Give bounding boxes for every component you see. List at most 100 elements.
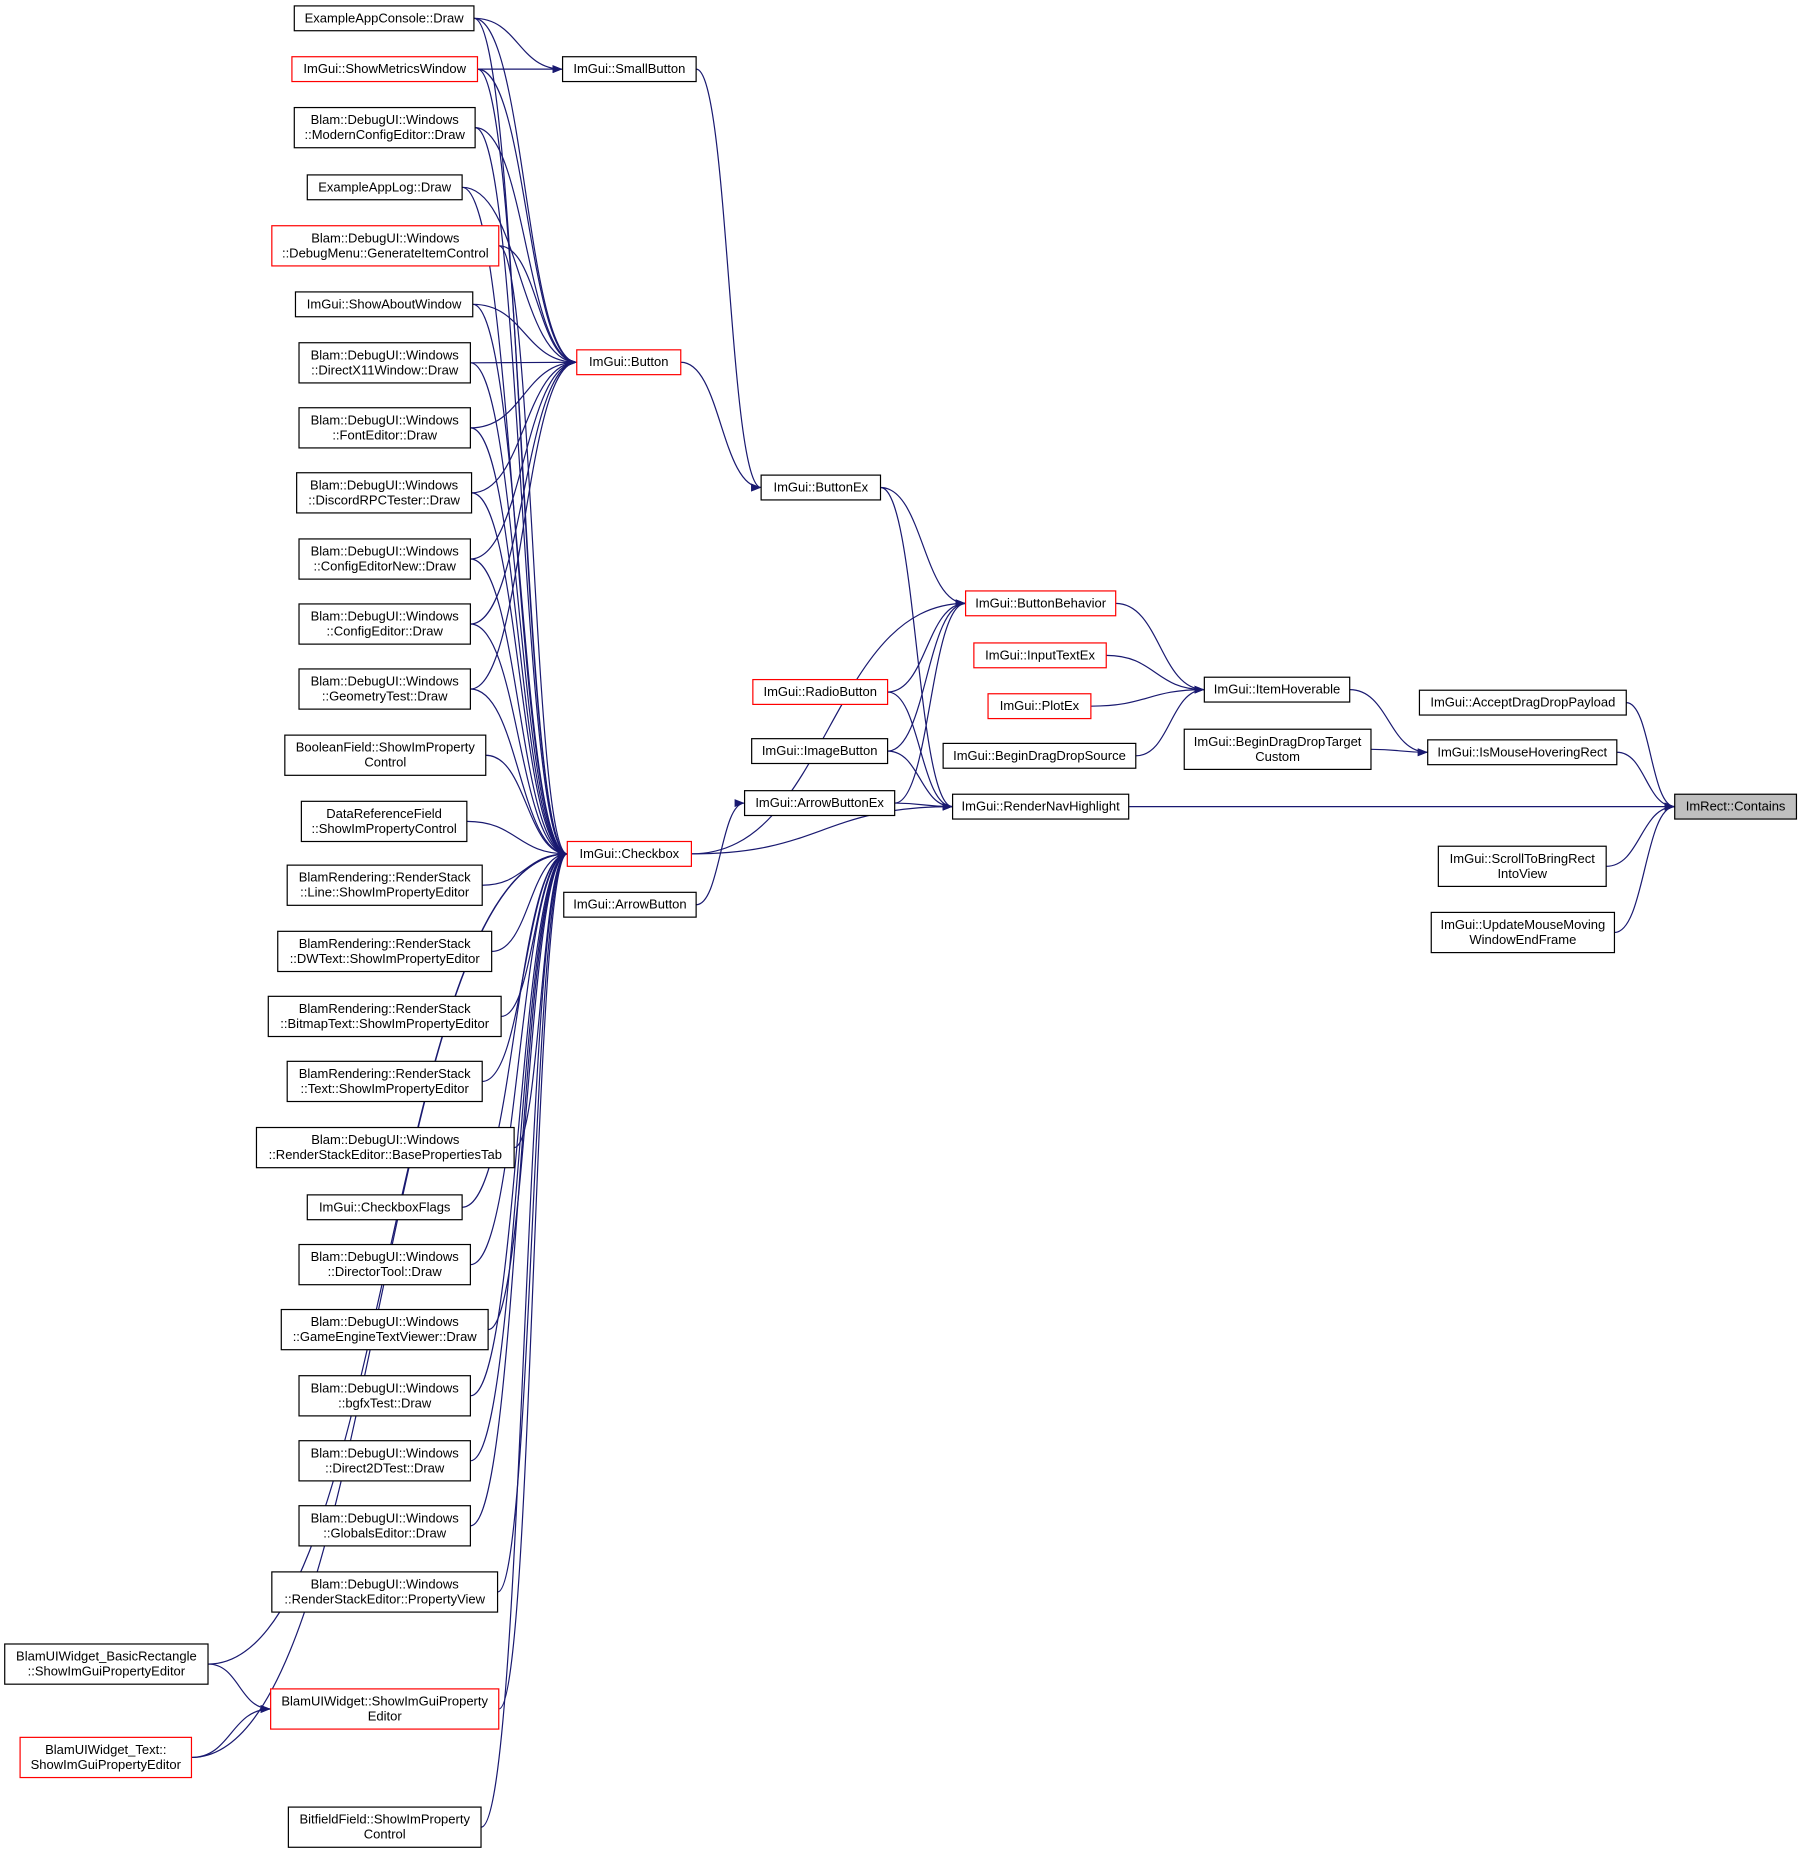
call-edge-n6-to-n32 xyxy=(470,362,568,858)
node-blam-debugui-windows-bgfxtest-draw[interactable]: Blam::DebugUI::Windows::bgfxTest::Draw xyxy=(298,1375,471,1417)
node-box xyxy=(298,1243,471,1286)
node-label: ::DebugMenu::GenerateItemControl xyxy=(282,245,489,260)
node-imgui-buttonbehavior[interactable]: ImGui::ButtonBehavior xyxy=(964,590,1117,617)
call-edge-n34-to-n38 xyxy=(880,486,966,608)
node-box xyxy=(1437,845,1607,888)
node-imgui-begindragdropsource[interactable]: ImGui::BeginDragDropSource xyxy=(942,742,1137,769)
node-label: ::ConfigEditor::Draw xyxy=(327,624,444,639)
node-blam-debugui-windows-discordrpctester-draw[interactable]: Blam::DebugUI::Windows::DiscordRPCTester… xyxy=(296,472,473,514)
node-imgui-button[interactable]: ImGui::Button xyxy=(576,349,682,376)
node-imgui-showmetricswindow[interactable]: ImGui::ShowMetricsWindow xyxy=(291,56,479,83)
call-edge-n27-to-n32 xyxy=(498,850,568,1710)
node-imgui-itemhoverable[interactable]: ImGui::ItemHoverable xyxy=(1203,676,1351,703)
node-box xyxy=(284,734,487,776)
node-blam-debugui-windows-fonteditor-draw[interactable]: Blam::DebugUI::Windows::FontEditor::Draw xyxy=(298,407,471,449)
call-edge-n40-to-n43 xyxy=(1090,685,1205,707)
node-imgui-checkbox[interactable]: ImGui::Checkbox xyxy=(566,840,692,867)
node-label: ImGui::BeginDragDropTarget xyxy=(1194,734,1362,749)
node-imgui-arrowbutton[interactable]: ImGui::ArrowButton xyxy=(563,891,697,918)
node-blamuiwidget-basicrectangle-showimguipropertyeditor[interactable]: BlamUIWidget_BasicRectangle::ShowImGuiPr… xyxy=(4,1643,209,1685)
node-label: ::Direct2DTest::Draw xyxy=(325,1460,445,1475)
node-blam-debugui-windows-configeditornew-draw[interactable]: Blam::DebugUI::Windows::ConfigEditorNew:… xyxy=(298,538,471,580)
node-blamrendering-renderstack-bitmaptext-showimpropertyeditor[interactable]: BlamRendering::RenderStack::BitmapText::… xyxy=(267,995,502,1038)
node-label: ExampleAppLog::Draw xyxy=(318,179,452,194)
node-blam-debugui-windows-configeditor-draw[interactable]: Blam::DebugUI::Windows::ConfigEditor::Dr… xyxy=(298,603,471,645)
node-blam-debugui-windows-globalseditor-draw[interactable]: Blam::DebugUI::Windows::GlobalsEditor::D… xyxy=(298,1505,471,1547)
node-blam-debugui-windows-modernconfigeditor-draw[interactable]: Blam::DebugUI::Windows::ModernConfigEdit… xyxy=(293,106,476,149)
node-imgui-showaboutwindow[interactable]: ImGui::ShowAboutWindow xyxy=(294,291,474,318)
call-edge-n15-to-n32 xyxy=(491,849,568,953)
call-edge-n44-to-n46 xyxy=(1370,748,1428,757)
node-box xyxy=(760,474,882,501)
node-blamuiwidget-showimguipropertyeditor[interactable]: BlamUIWidget::ShowImGuiPropertyEditor xyxy=(270,1688,500,1730)
node-blamrendering-renderstack-text-showimpropertyeditor[interactable]: BlamRendering::RenderStack::Text::ShowIm… xyxy=(286,1060,483,1103)
node-box xyxy=(1674,793,1798,820)
node-label: ::Text::ShowImPropertyEditor xyxy=(301,1081,470,1096)
node-imgui-ismousehoveringrect[interactable]: ImGui::IsMouseHoveringRect xyxy=(1427,739,1618,766)
node-label: Blam::DebugUI::Windows xyxy=(311,1445,460,1460)
node-box xyxy=(280,1308,489,1351)
call-edge-n25-to-n32 xyxy=(497,850,568,1593)
node-datareferencefield-showimpropertycontrol[interactable]: DataReferenceField::ShowImPropertyContro… xyxy=(300,800,468,843)
call-edge-n0-to-n30 xyxy=(473,17,563,74)
node-box xyxy=(293,5,475,32)
node-label: Blam::DebugUI::Windows xyxy=(311,1132,460,1147)
call-edge-n3-to-n31 xyxy=(462,186,577,367)
node-imgui-arrowbuttonex[interactable]: ImGui::ArrowButtonEx xyxy=(743,790,896,817)
node-box xyxy=(4,1643,209,1685)
call-edge-n10-to-n32 xyxy=(470,623,568,858)
node-label: ::RenderStackEditor::BasePropertiesTab xyxy=(269,1147,502,1162)
call-edge-n45-to-n49 xyxy=(1626,702,1675,811)
node-bitfieldfield-showimpropertycontrol[interactable]: BitfieldField::ShowImPropertyControl xyxy=(287,1806,482,1848)
node-imrect-contains[interactable]: ImRect::Contains xyxy=(1674,793,1798,820)
node-booleanfield-showimpropertycontrol[interactable]: BooleanField::ShowImPropertyControl xyxy=(284,734,487,776)
call-edge-n35-to-n38 xyxy=(887,599,966,693)
node-label: ImGui::SmallButton xyxy=(573,61,685,76)
node-label: ::ConfigEditorNew::Draw xyxy=(314,559,457,574)
node-label: ImGui::BeginDragDropSource xyxy=(953,748,1126,763)
node-blam-debugui-windows-directx11window-draw[interactable]: Blam::DebugUI::Windows::DirectX11Window:… xyxy=(298,342,471,384)
node-blam-debugui-windows-direct2dtest-draw[interactable]: Blam::DebugUI::Windows::Direct2DTest::Dr… xyxy=(298,1440,471,1482)
node-box xyxy=(942,742,1137,769)
call-edge-n43-to-n46 xyxy=(1349,689,1428,757)
node-imgui-acceptdragdroppayload[interactable]: ImGui::AcceptDragDropPayload xyxy=(1418,689,1627,716)
node-label: ImGui::ItemHoverable xyxy=(1214,682,1340,697)
node-label: ::BitmapText::ShowImPropertyEditor xyxy=(280,1016,489,1031)
node-label: ::DirectorTool::Draw xyxy=(328,1264,443,1279)
node-label: DataReferenceField xyxy=(326,806,442,821)
node-blam-debugui-windows-renderstackeditor-basepropertiestab[interactable]: Blam::DebugUI::Windows::RenderStackEdito… xyxy=(255,1126,515,1169)
node-box xyxy=(973,642,1107,669)
node-blamrendering-renderstack-line-showimpropertyeditor[interactable]: BlamRendering::RenderStack::Line::ShowIm… xyxy=(286,864,483,906)
node-imgui-buttonex[interactable]: ImGui::ButtonEx xyxy=(760,474,882,501)
node-box xyxy=(300,800,468,843)
node-blam-debugui-windows-directortool-draw[interactable]: Blam::DebugUI::Windows::DirectorTool::Dr… xyxy=(298,1243,471,1286)
node-imgui-radiobutton[interactable]: ImGui::RadioButton xyxy=(752,678,889,705)
node-imgui-plotex[interactable]: ImGui::PlotEx xyxy=(987,693,1092,720)
node-box xyxy=(293,106,476,149)
node-box xyxy=(298,407,471,449)
node-blamuiwidget-text-showimguipropertyeditor[interactable]: BlamUIWidget_Text::ShowImGuiPropertyEdit… xyxy=(19,1736,193,1779)
node-exampleapplog-draw[interactable]: ExampleAppLog::Draw xyxy=(306,174,463,201)
node-imgui-inputtextex[interactable]: ImGui::InputTextEx xyxy=(973,642,1107,669)
node-blam-debugui-windows-renderstackeditor-propertyview[interactable]: Blam::DebugUI::Windows::RenderStackEdito… xyxy=(271,1571,499,1613)
node-box xyxy=(964,590,1117,617)
node-blamrendering-renderstack-dwtext-showimpropertyeditor[interactable]: BlamRendering::RenderStack::DWText::Show… xyxy=(277,930,493,973)
node-exampleappconsole-draw[interactable]: ExampleAppConsole::Draw xyxy=(293,5,475,32)
node-label: ::GameEngineTextViewer::Draw xyxy=(293,1329,478,1344)
node-blam-debugui-windows-gameenginetextviewer-draw[interactable]: Blam::DebugUI::Windows::GameEngineTextVi… xyxy=(280,1308,489,1351)
node-label: ::ModernConfigEditor::Draw xyxy=(304,127,465,142)
call-edge-n36-to-n38 xyxy=(887,599,966,752)
node-label: BitfieldField::ShowImProperty xyxy=(299,1812,470,1827)
node-imgui-rendernavhighlight[interactable]: ImGui::RenderNavHighlight xyxy=(951,793,1130,820)
node-label: ::RenderStackEditor::PropertyView xyxy=(284,1591,485,1606)
node-blam-debugui-windows-geometrytest-draw[interactable]: Blam::DebugUI::Windows::GeometryTest::Dr… xyxy=(298,668,471,710)
node-imgui-smallbutton[interactable]: ImGui::SmallButton xyxy=(561,56,697,83)
node-box xyxy=(298,342,471,384)
node-imgui-checkboxflags[interactable]: ImGui::CheckboxFlags xyxy=(306,1194,463,1221)
node-blam-debugui-windows-debugmenu-generateitemcontrol[interactable]: Blam::DebugUI::Windows::DebugMenu::Gener… xyxy=(271,225,500,267)
node-imgui-imagebutton[interactable]: ImGui::ImageButton xyxy=(751,738,889,765)
node-box xyxy=(1203,676,1351,703)
